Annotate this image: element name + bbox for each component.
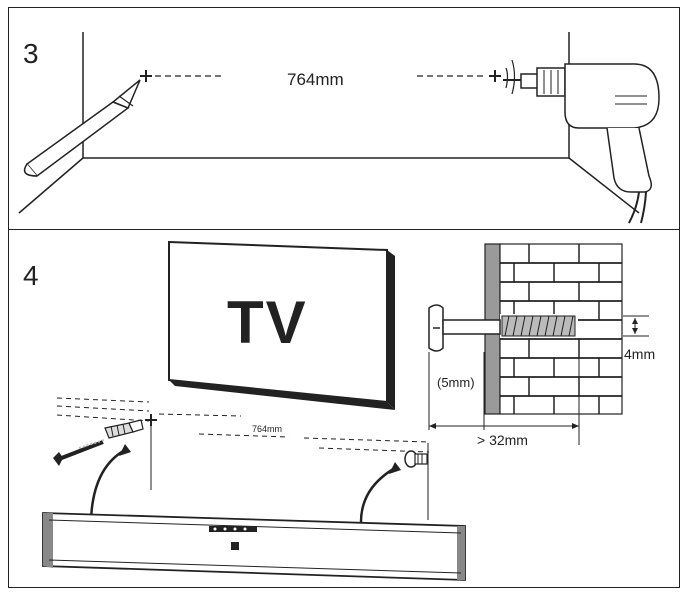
screw-icon (428, 304, 501, 352)
distance-label: 764mm (287, 70, 344, 89)
depth-label: > 32mm (477, 432, 528, 448)
arrow-icon-left (89, 444, 131, 521)
step-4-illustration (42, 240, 649, 581)
soundbar-icon (42, 512, 466, 581)
thickness-label: 4mm (624, 346, 656, 362)
step-3-illustration (18, 32, 660, 224)
installed-screw-icon (404, 450, 428, 468)
drill-icon (503, 59, 660, 224)
wall-plug-icon (104, 419, 144, 439)
step-number: 3 (23, 38, 39, 69)
pencil-mark-right (489, 70, 501, 82)
small-screw-icon (53, 439, 105, 466)
wall-section (484, 243, 623, 415)
tv-label: TV (227, 289, 308, 356)
arrow-icon-right (359, 462, 401, 523)
dimension-lines (428, 315, 649, 445)
mount-mark-left (145, 414, 157, 490)
pencil-mark-left (140, 70, 152, 82)
step-4-panel: 4 TV 764mm (5mm) > 32mm 4mm (8, 229, 680, 588)
step-3-panel: 3 764mm (8, 7, 680, 230)
pencil-icon (23, 79, 141, 178)
step-number: 4 (23, 260, 39, 291)
tv-icon (168, 240, 395, 410)
distance-label: 764mm (252, 424, 283, 434)
gap-label: (5mm) (437, 375, 475, 390)
